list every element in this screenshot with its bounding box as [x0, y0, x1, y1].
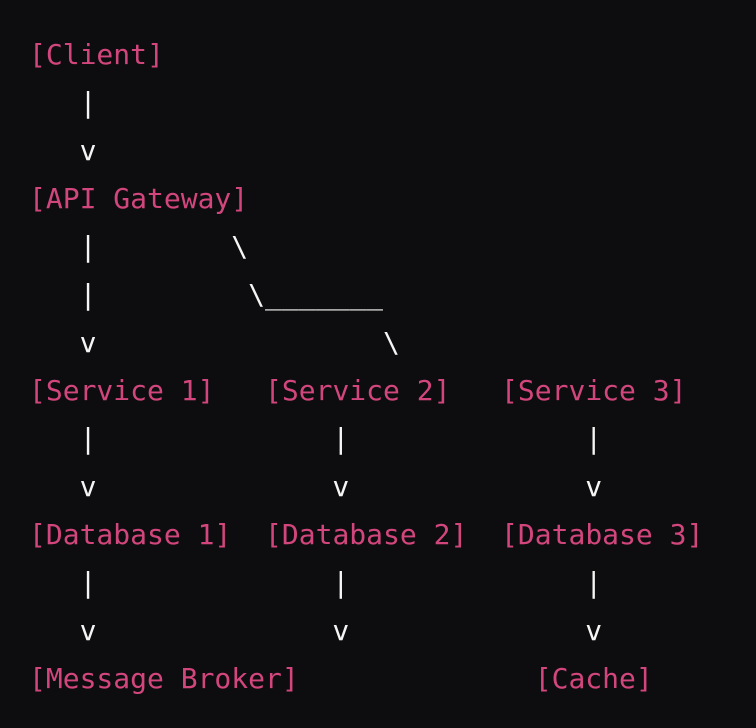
ascii-line: | | |	[29, 559, 756, 607]
connector-client-gateway-arrowhead: v	[29, 134, 97, 167]
connector-databases-downstream-arrowheads: v v v	[29, 614, 603, 647]
ascii-line: | \_______	[29, 271, 756, 319]
node-cache: [Cache]	[534, 662, 653, 695]
gap	[450, 374, 501, 407]
gap	[467, 518, 501, 551]
ascii-line: |	[29, 79, 756, 127]
gap	[299, 662, 535, 695]
ascii-line: | | |	[29, 415, 756, 463]
ascii-line: | \	[29, 223, 756, 271]
node-service-2: [Service 2]	[265, 374, 451, 407]
ascii-line: [Service 1] [Service 2] [Service 3]	[29, 367, 756, 415]
ascii-line: v v v	[29, 463, 756, 511]
node-database-2: [Database 2]	[265, 518, 468, 551]
ascii-line: [API Gateway]	[29, 175, 756, 223]
node-database-3: [Database 3]	[501, 518, 704, 551]
connector-gateway-branch-row-2: | \_______	[29, 278, 384, 311]
ascii-line: [Client]	[29, 31, 756, 79]
connector-services-to-databases-arrowheads: v v v	[29, 470, 603, 503]
gap	[214, 374, 265, 407]
connector-gateway-branch-row-3: v \	[29, 326, 400, 359]
connector-databases-downstream-pipes: | | |	[29, 566, 603, 599]
ascii-line: [Database 1] [Database 2] [Database 3]	[29, 511, 756, 559]
ascii-line: [Message Broker] [Cache]	[29, 655, 756, 703]
ascii-line: v v v	[29, 607, 756, 655]
ascii-architecture-diagram: [Client] | v [API Gateway] | \ | \_______…	[29, 31, 756, 703]
ascii-line: v \	[29, 319, 756, 367]
node-api-gateway: [API Gateway]	[29, 182, 249, 215]
gap	[231, 518, 265, 551]
node-database-1: [Database 1]	[29, 518, 232, 551]
node-service-3: [Service 3]	[501, 374, 687, 407]
node-message-broker: [Message Broker]	[29, 662, 299, 695]
connector-gateway-branch-row-1: | \	[29, 230, 249, 263]
connector-services-to-databases-pipes: | | |	[29, 422, 603, 455]
node-service-1: [Service 1]	[29, 374, 215, 407]
node-client: [Client]	[29, 38, 164, 71]
ascii-line: v	[29, 127, 756, 175]
connector-client-gateway-pipe: |	[29, 86, 97, 119]
